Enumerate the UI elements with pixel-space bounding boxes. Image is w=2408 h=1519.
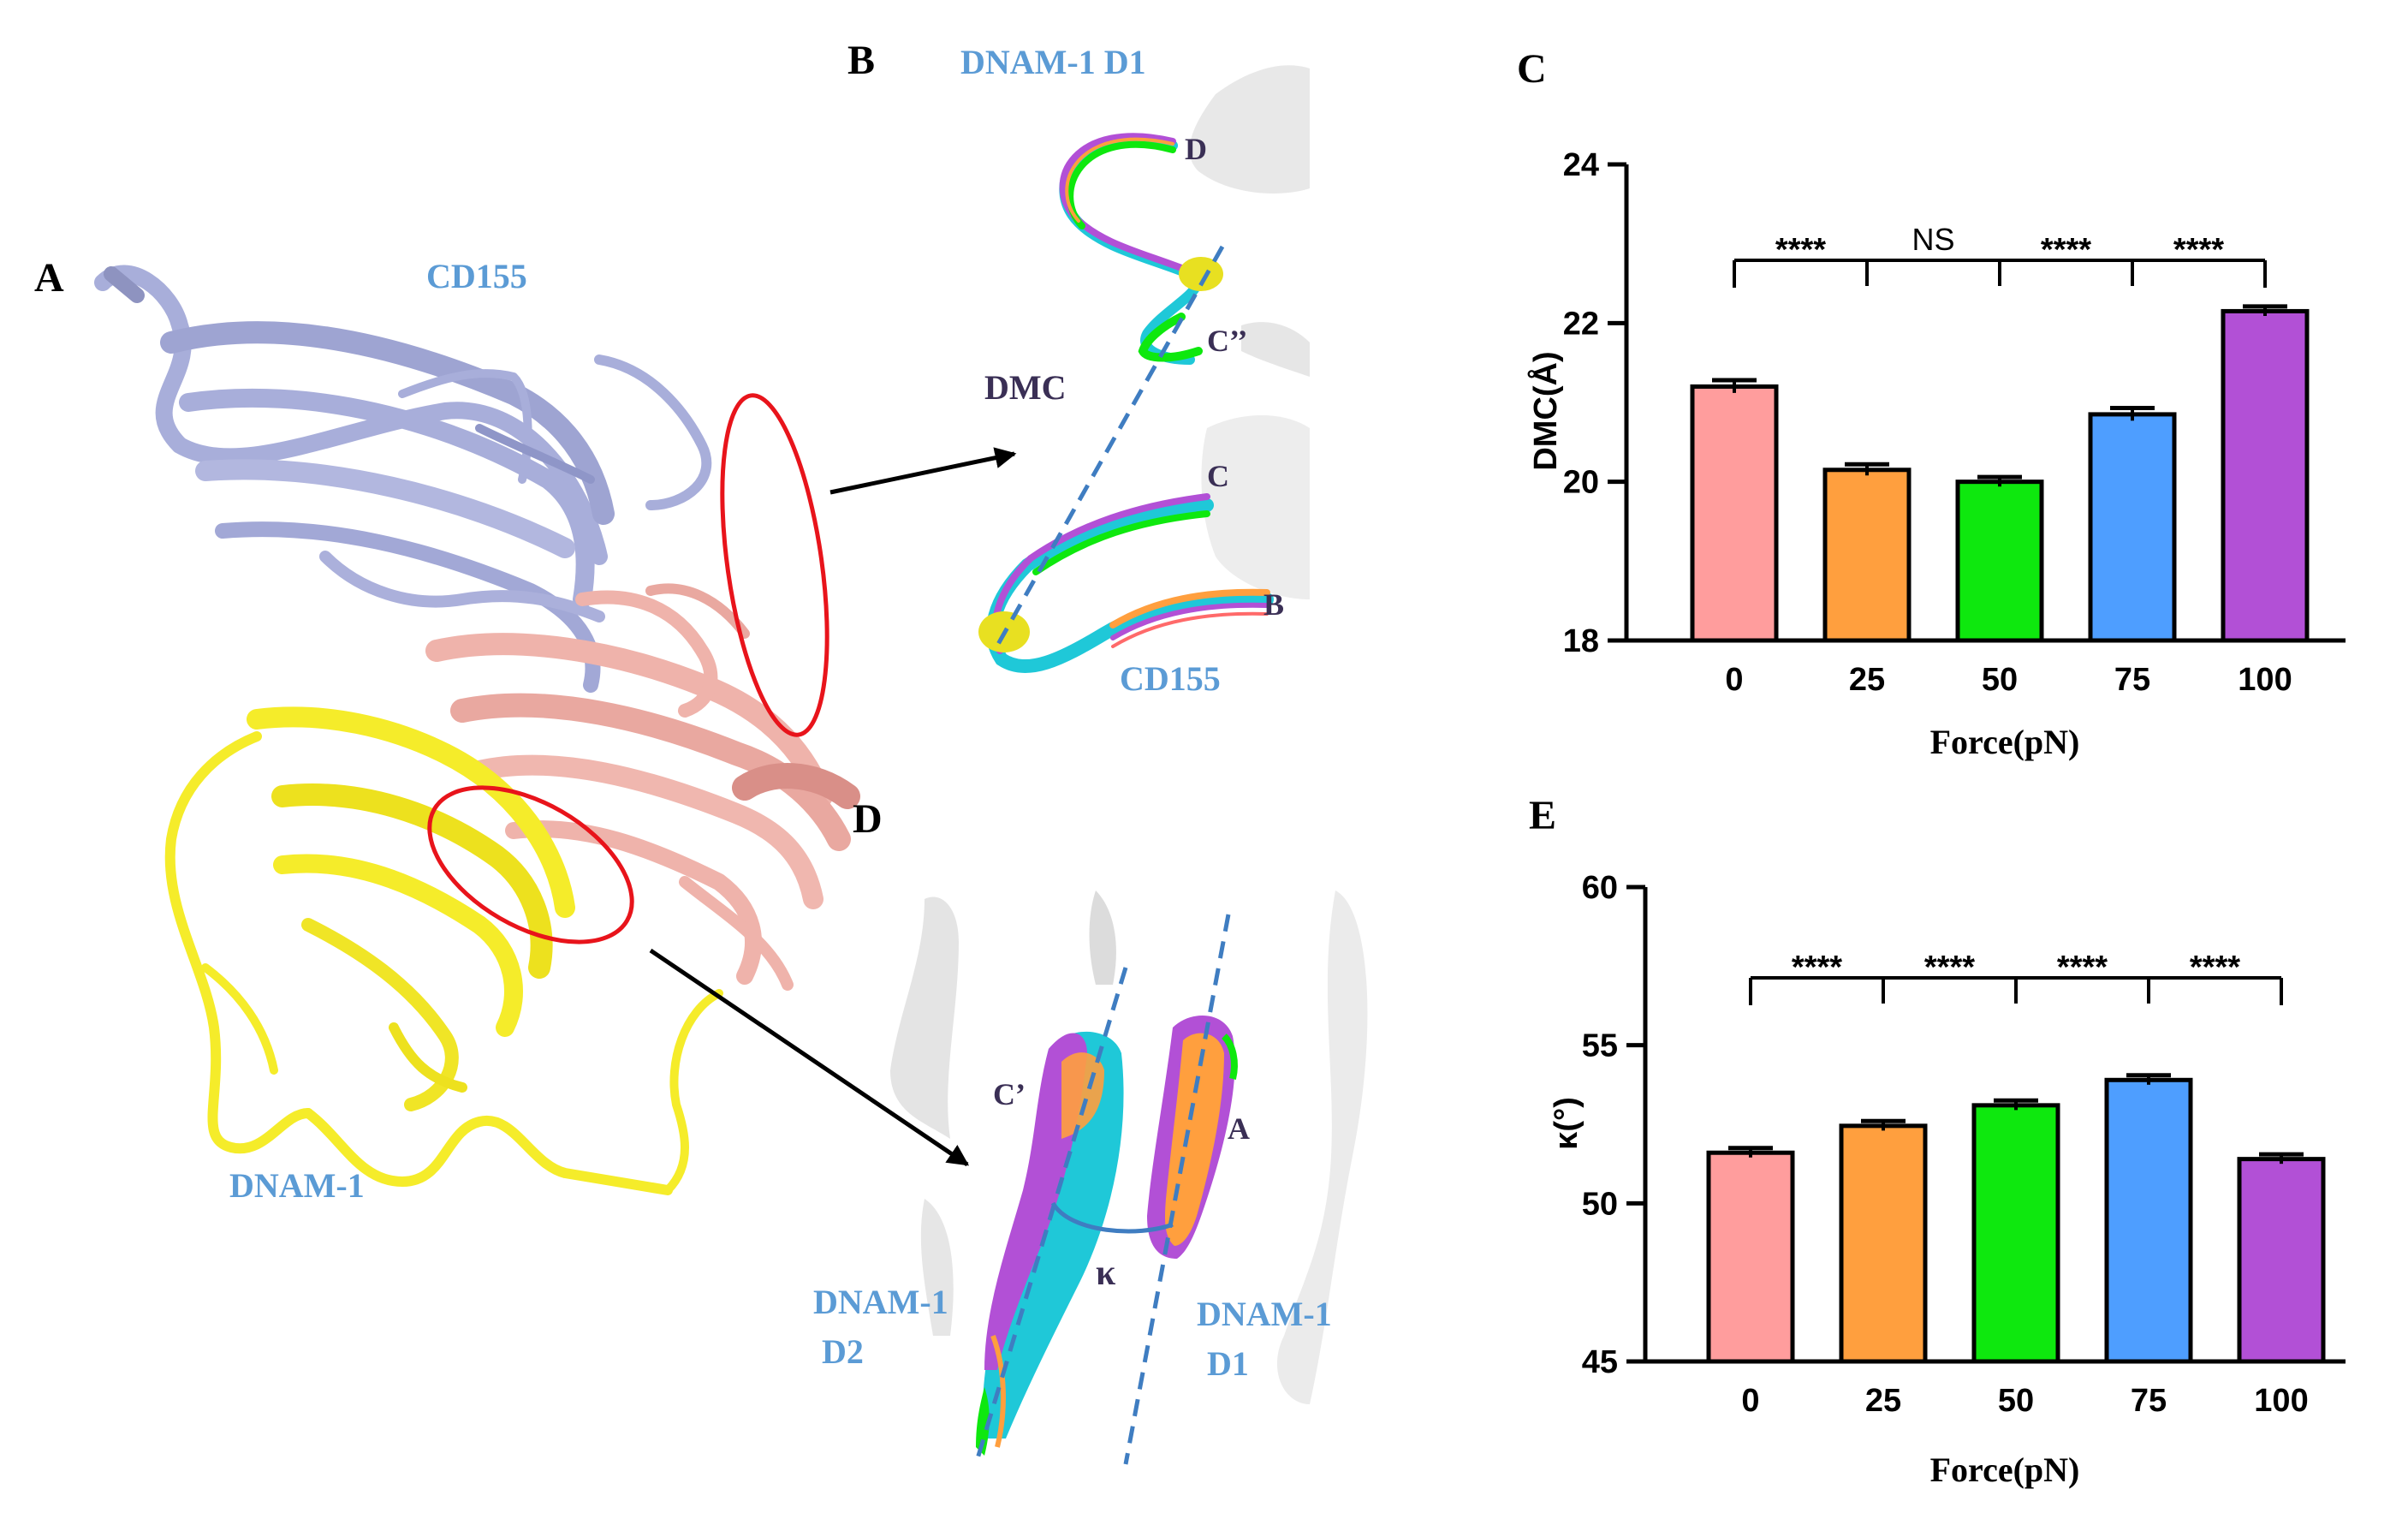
label-b-strand-b: B xyxy=(1263,587,1284,622)
chart-kappa-xtick-100: 100 xyxy=(2254,1383,2308,1419)
chart-kappa-significance: **** **** **** **** xyxy=(1749,950,2283,1005)
d-strand-a xyxy=(1147,1016,1238,1259)
label-d-d1-line2: D1 xyxy=(1207,1344,1249,1383)
dnam1-ribbon xyxy=(164,706,723,1195)
panel-b-label: B xyxy=(847,38,875,83)
label-d-d2-line1: DNAM-1 xyxy=(813,1283,948,1321)
label-d-kappa: κ xyxy=(1096,1254,1116,1293)
panel-c-label: C xyxy=(1517,46,1547,92)
chart-dmc-bars xyxy=(1690,308,2310,643)
label-d-a: A xyxy=(1228,1111,1250,1146)
chart-dmc-ytick-24: 24 xyxy=(1563,147,1599,183)
chart-kappa-xtick-0: 0 xyxy=(1741,1383,1759,1419)
label-d-d1-line1: DNAM-1 xyxy=(1197,1295,1332,1333)
panel-b-structure: B DNAM-1 D1 DMC D C’’ C B CD155 xyxy=(847,38,1310,698)
chart-kappa-ytick-45: 45 xyxy=(1582,1344,1618,1380)
chart-dmc-xlabel: Force(pN) xyxy=(1930,723,2080,761)
panel-d-label: D xyxy=(853,796,883,842)
chart-dmc-ytick-22: 22 xyxy=(1563,306,1599,342)
chart-kappa-significance-1: **** xyxy=(1924,950,1975,986)
chart-kappa-ylabel: κ(°) xyxy=(1549,1097,1585,1150)
panel-a-label: A xyxy=(34,255,64,301)
chart-kappa-significance-3: **** xyxy=(2190,950,2240,986)
label-d-d2-line2: D2 xyxy=(822,1332,864,1371)
d-strand-c1 xyxy=(976,1031,1124,1456)
chart-kappa-xtick-25: 25 xyxy=(1865,1383,1901,1419)
chart-kappa-ytick-55: 55 xyxy=(1582,1028,1618,1064)
chart-kappa-xlabel: Force(pN) xyxy=(1930,1450,2080,1489)
chart-dmc-xtick-100: 100 xyxy=(2238,662,2292,698)
label-d-c1: C’ xyxy=(993,1077,1026,1111)
chart-kappa-errorbars xyxy=(1728,1073,2304,1165)
chart-kappa-xtick-50: 50 xyxy=(1998,1383,2034,1419)
cd155-ribbon xyxy=(94,265,712,693)
chart-kappa-xticks: 0 25 50 75 100 xyxy=(1741,1383,2308,1419)
chart-dmc-significance: **** NS **** **** xyxy=(1733,222,2267,288)
label-b-strand-c2: C’’ xyxy=(1207,324,1247,358)
chart-dmc-bar-50 xyxy=(1955,480,2044,643)
d-axis-d2 xyxy=(973,967,1128,1465)
chart-kappa-ytick-50: 50 xyxy=(1582,1186,1618,1222)
chart-dmc-bar-25 xyxy=(1822,468,1912,643)
chart-dmc-xticks: 0 25 50 75 100 xyxy=(1725,662,2292,698)
chart-kappa-bar-100 xyxy=(2237,1157,2326,1364)
chart-kappa-yticks: 45 50 55 60 xyxy=(1582,870,1645,1380)
chart-kappa-bar-75 xyxy=(2104,1077,2193,1364)
chart-dmc-ylabel: DMC(Å) xyxy=(1526,351,1564,470)
d-kappa-arc xyxy=(1050,1201,1174,1234)
label-b-dmc: DMC xyxy=(984,368,1067,407)
chart-kappa-bar-25 xyxy=(1839,1123,1928,1364)
label-b-title: DNAM-1 D1 xyxy=(960,43,1146,81)
panel-a-structure: CD155 DNAM-1 xyxy=(94,257,1017,1205)
chart-dmc-significance-2: **** xyxy=(2041,232,2091,268)
chart-dmc-ytick-18: 18 xyxy=(1563,623,1599,659)
chart-dmc-bar-100 xyxy=(2221,308,2310,643)
d-axis-d1 xyxy=(1123,914,1231,1465)
chart-kappa-xtick-75: 75 xyxy=(2131,1383,2167,1419)
b-dmc-line xyxy=(995,245,1225,647)
label-dnam1-main: DNAM-1 xyxy=(229,1166,365,1205)
b-strands-top xyxy=(1059,133,1203,365)
label-cd155-top: CD155 xyxy=(426,257,527,295)
dnam1-d1-ribbon xyxy=(425,583,860,991)
chart-dmc-xtick-25: 25 xyxy=(1849,662,1885,698)
b-anchor-top xyxy=(1179,257,1223,291)
chart-dmc-ytick-20: 20 xyxy=(1563,465,1599,501)
arrow-to-panel-d xyxy=(649,948,970,1167)
chart-dmc-xtick-75: 75 xyxy=(2114,662,2150,698)
chart-dmc-errorbars xyxy=(1712,304,2287,487)
chart-dmc-bar-0 xyxy=(1690,384,1779,643)
highlight-ellipse-bottom xyxy=(427,785,634,944)
chart-kappa-significance-0: **** xyxy=(1792,950,1842,986)
chart-dmc-xtick-50: 50 xyxy=(1982,662,2018,698)
highlight-ellipse-top xyxy=(720,393,829,737)
chart-kappa-bar-0 xyxy=(1706,1150,1795,1364)
chart-dmc-significance-1: NS xyxy=(1912,222,1954,257)
chart-kappa-bars xyxy=(1706,1077,2326,1364)
arrow-to-panel-b xyxy=(829,447,1017,495)
chart-dmc: 18 20 22 24 0 25 50 75 100 **** NS **** **** DMC(Å… xyxy=(1526,147,2346,761)
panel-d-structure: D C’ A κ DNAM-1 D2 DNAM-1 D1 xyxy=(813,796,1368,1465)
label-b-strand-c: C xyxy=(1207,459,1229,493)
panel-e-label: E xyxy=(1529,793,1556,838)
label-b-strand-d: D xyxy=(1185,132,1207,166)
chart-kappa-significance-2: **** xyxy=(2057,950,2108,986)
chart-dmc-significance-3: **** xyxy=(2173,232,2224,268)
chart-dmc-xtick-0: 0 xyxy=(1725,662,1743,698)
chart-kappa-ytick-60: 60 xyxy=(1582,870,1618,906)
chart-kappa: 45 50 55 60 0 25 50 75 100 **** **** **** **** κ(°… xyxy=(1549,870,2346,1489)
label-b-cd155: CD155 xyxy=(1120,659,1221,698)
chart-dmc-bar-75 xyxy=(2088,412,2177,643)
chart-kappa-bar-50 xyxy=(1971,1103,2060,1364)
chart-dmc-significance-0: **** xyxy=(1775,232,1826,268)
chart-dmc-yticks: 18 20 22 24 xyxy=(1563,147,1626,659)
